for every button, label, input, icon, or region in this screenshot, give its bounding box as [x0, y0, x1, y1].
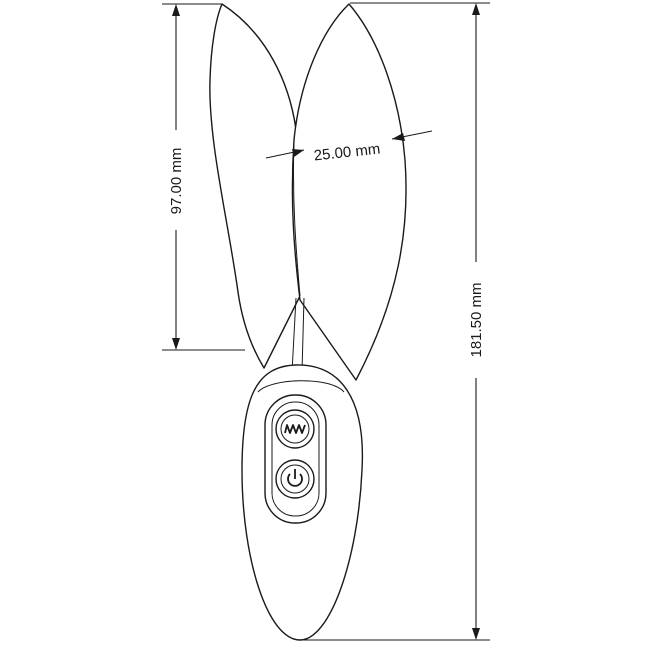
total-length-label: 181.50 mm: [468, 282, 485, 357]
vibration-mode-button[interactable]: [275, 409, 315, 449]
ear-width-label: 25.00 mm: [313, 141, 381, 165]
wave-icon: [284, 424, 306, 434]
ear-inner-line: [292, 139, 301, 297]
left-ear: [209, 3, 303, 369]
ear-length-label: 97.00 mm: [168, 148, 185, 215]
device-drawing: [209, 3, 407, 641]
handle-rim: [257, 380, 345, 393]
right-ear: [291, 3, 407, 381]
ear-junction-line: [291, 297, 305, 373]
power-icon: [287, 473, 303, 487]
button-panel-inner: [271, 401, 320, 517]
dimension-ear-length: 97.00 mm: [162, 3, 245, 351]
dimension-ear-width: 25.00 mm: [265, 130, 433, 165]
dimension-total-length: 181.50 mm: [300, 2, 490, 641]
power-button[interactable]: [275, 459, 315, 499]
